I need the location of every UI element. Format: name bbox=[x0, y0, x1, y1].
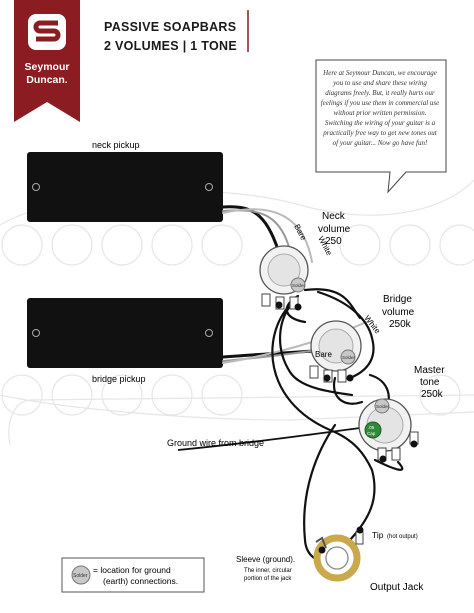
output-jack bbox=[313, 526, 364, 582]
cap-value-label: .05 bbox=[368, 425, 375, 430]
bass-body-outline bbox=[0, 179, 474, 446]
bridge-volume-label-2: volume bbox=[382, 307, 415, 318]
neck-pot-lug-1 bbox=[261, 293, 271, 307]
bare-label-2: Bare bbox=[315, 350, 332, 359]
cap-label: Cap bbox=[367, 431, 376, 436]
tone-pot-lug-2 bbox=[391, 447, 401, 461]
bridge-volume-label-3: 250k bbox=[389, 319, 412, 330]
tone-pot-solder bbox=[374, 398, 390, 414]
neck-volume-label-3: 250 bbox=[325, 236, 342, 247]
ground-wire bbox=[177, 427, 361, 451]
neck-pickup-screw-right bbox=[205, 183, 213, 191]
bridge-volume-pot bbox=[309, 320, 362, 383]
master-tone-label-1: Master bbox=[414, 365, 445, 376]
master-tone-label-2: tone bbox=[420, 377, 440, 388]
diagram-title-line-1: PASSIVE SOAPBARS bbox=[104, 20, 237, 34]
legend-text-1: = location for ground bbox=[93, 565, 171, 575]
neck-pickup-label: neck pickup bbox=[92, 140, 140, 150]
master-tone-label-3: 250k bbox=[421, 389, 444, 400]
output-jack-label: Output Jack bbox=[370, 582, 424, 593]
neck-pot-lug-3 bbox=[289, 296, 299, 310]
logo-s-glyph bbox=[28, 14, 66, 50]
sleeve-label-3: portion of the jack bbox=[244, 576, 292, 582]
neck-volume-label-1: Neck bbox=[322, 211, 346, 222]
seymour-duncan-logo: Seymour Duncan. bbox=[14, 0, 80, 122]
bridge-volume-label-1: Bridge bbox=[383, 294, 412, 305]
legend-text-2: (earth) connections. bbox=[103, 576, 178, 586]
usage-note: Here at Seymour Duncan, we encourage you… bbox=[320, 69, 440, 147]
legend-solder-icon bbox=[71, 565, 91, 585]
note-bubble bbox=[315, 59, 447, 194]
neck-pickup bbox=[27, 152, 223, 222]
tip-label: Tip bbox=[372, 530, 384, 540]
bridge-pot-solder-label: Solder bbox=[342, 355, 356, 360]
neck-volume-pot bbox=[259, 245, 309, 311]
diagram-title-line-2: 2 VOLUMES | 1 TONE bbox=[104, 39, 237, 53]
logo-line-2: Duncan. bbox=[26, 74, 68, 86]
logo-line-1: Seymour bbox=[25, 61, 70, 73]
bridge-pot-lug-3 bbox=[337, 369, 347, 383]
tone-pot-solder-label: Solder bbox=[376, 404, 390, 409]
bridge-pot-solder bbox=[340, 349, 356, 365]
jack-tip-lug bbox=[355, 531, 364, 545]
legend-solder-label: Solder bbox=[73, 573, 88, 579]
sleeve-label-2: The inner, circular bbox=[244, 568, 292, 574]
master-tone-pot bbox=[358, 398, 419, 463]
neck-pickup-screw-left bbox=[32, 183, 40, 191]
bridge-pot-lug-1 bbox=[309, 365, 319, 379]
neck-pot-solder bbox=[290, 277, 306, 293]
bridge-pickup-label: bridge pickup bbox=[92, 374, 146, 384]
tone-capacitor bbox=[364, 421, 382, 439]
neck-pot-solder-label: Solder bbox=[292, 283, 306, 288]
control-wiring bbox=[271, 288, 404, 563]
bridge-pickup-screw-right bbox=[205, 329, 213, 337]
neck-volume-label-2: volume bbox=[318, 224, 351, 235]
tip-note-label: (hot output) bbox=[387, 534, 418, 540]
bridge-pickup bbox=[27, 298, 223, 368]
sleeve-label-1: Sleeve (ground). bbox=[236, 555, 295, 564]
ground-wire-label: Ground wire from bridge bbox=[167, 438, 264, 448]
bridge-pickup-screw-left bbox=[32, 329, 40, 337]
